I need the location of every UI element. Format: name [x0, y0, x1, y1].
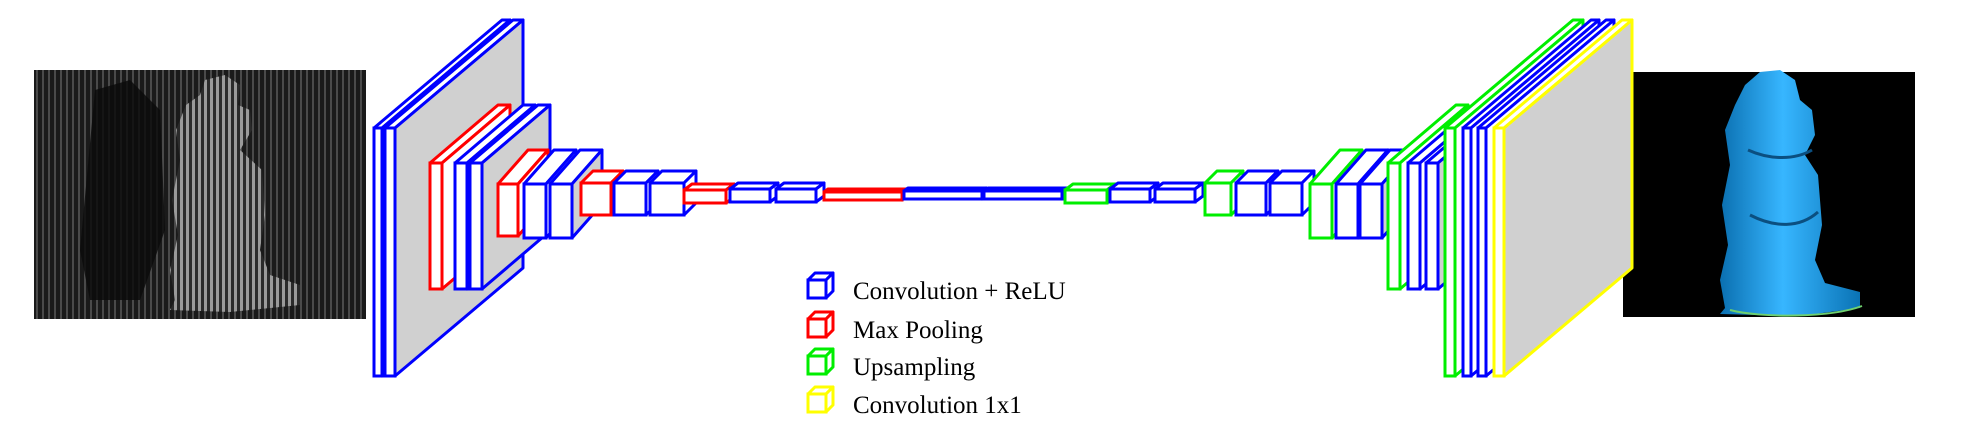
red-cube-icon	[806, 310, 835, 339]
conv-relu-block	[902, 186, 988, 201]
conv-relu-block	[774, 181, 826, 204]
max-pooling-block-legend	[806, 310, 835, 339]
legend-label-conv-1x1: Convolution 1x1	[853, 392, 1022, 419]
conv-1x1-block-legend	[806, 385, 835, 414]
yellow-cube-icon	[806, 385, 835, 414]
max-pooling-block	[682, 182, 736, 205]
conv-relu-block-legend	[806, 271, 835, 300]
legend-item-conv-1x1: Convolution 1x1	[806, 385, 1022, 419]
conv-relu-block	[1268, 169, 1316, 217]
conv-1x1-block	[1492, 18, 1634, 378]
3d-reconstruction-output-image	[1623, 70, 1915, 317]
fringe-pattern-input-image	[34, 70, 366, 319]
max-pooling-block	[822, 187, 908, 202]
upsampling-block	[1063, 182, 1117, 205]
green-cube-icon	[806, 347, 835, 376]
legend-label-max-pooling: Max Pooling	[853, 317, 983, 344]
conv-relu-block	[1153, 181, 1205, 204]
legend-item-conv-relu: Convolution + ReLU	[806, 271, 1066, 305]
upsampling-block-legend	[806, 347, 835, 376]
conv-relu-block	[648, 169, 698, 217]
blue-cube-icon	[806, 271, 835, 300]
legend-item-upsampling: Upsampling	[806, 347, 976, 381]
conv-relu-block	[982, 186, 1068, 201]
conv-relu-block	[1108, 181, 1160, 204]
legend-label-conv-relu: Convolution + ReLU	[853, 278, 1066, 305]
network-blocks	[372, 18, 1634, 378]
legend-label-upsampling: Upsampling	[853, 354, 976, 381]
legend-item-max-pooling: Max Pooling	[806, 310, 983, 344]
conv-relu-block	[728, 181, 780, 204]
legend: Convolution + ReLU Max Pooling Upsamplin…	[806, 271, 1066, 419]
